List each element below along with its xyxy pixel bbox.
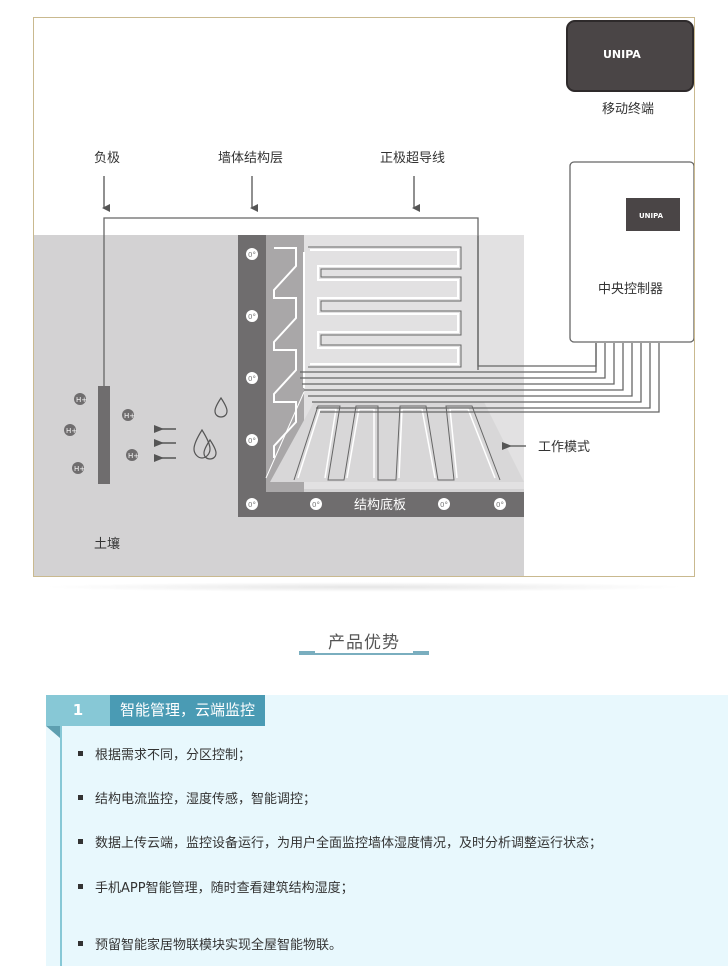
negative-pole-label: 负极 xyxy=(94,151,120,166)
floor-electrode xyxy=(293,405,501,481)
bullet-icon xyxy=(78,884,83,889)
controller-screen xyxy=(626,198,680,231)
feature-number: 1 xyxy=(46,695,110,726)
bullet-icon xyxy=(78,941,83,946)
structure-floor-label: 结构底板 xyxy=(354,497,406,513)
list-item: 结构电流监控，湿度传感，智能调控； xyxy=(78,788,316,807)
feature-rail xyxy=(60,726,62,966)
list-item: 预留智能家居物联模块实现全屋智能物联。 xyxy=(78,934,342,953)
waterproofing-diagram: H+ H+ H+ H+ H+ 0° 0° xyxy=(34,20,694,576)
positive-wire-label: 正极超导线 xyxy=(380,151,445,166)
svg-text:0°: 0° xyxy=(248,313,256,321)
water-drop-icon xyxy=(193,396,228,460)
feature-panel xyxy=(46,695,728,966)
feature-fold xyxy=(46,726,60,738)
work-mode-label: 工作模式 xyxy=(538,440,590,455)
mobile-terminal-device xyxy=(566,20,694,92)
svg-text:UNIPA: UNIPA xyxy=(639,212,664,220)
svg-text:0°: 0° xyxy=(440,501,448,509)
mobile-terminal-label: 移动终端 xyxy=(602,101,654,117)
svg-text:0°: 0° xyxy=(248,501,256,509)
central-controller-label: 中央控制器 xyxy=(598,282,663,297)
wall-markers: 0° 0° 0° 0° xyxy=(246,248,258,446)
moisture-arrows xyxy=(154,425,176,462)
wall-layer-label: 墙体结构层 xyxy=(218,151,283,166)
svg-text:0°: 0° xyxy=(248,251,256,259)
svg-text:H+: H+ xyxy=(128,452,139,460)
floor-markers: 0° 0° 0° 0° xyxy=(246,498,506,510)
bullet-icon xyxy=(78,839,83,844)
section-title: 产品优势 xyxy=(328,633,400,653)
negative-electrode xyxy=(98,386,110,484)
list-item: 根据需求不同，分区控制； xyxy=(78,744,251,763)
feature-heading: 智能管理，云端监控 xyxy=(110,695,266,726)
list-item: 手机APP智能管理，随时查看建筑结构湿度； xyxy=(78,877,354,896)
bullet-icon xyxy=(78,795,83,800)
svg-text:H+: H+ xyxy=(124,412,135,420)
svg-text:0°: 0° xyxy=(496,501,504,509)
wall-electrode xyxy=(273,247,297,458)
soil-label: 土壤 xyxy=(94,536,120,552)
serpentine-outline xyxy=(308,246,462,368)
svg-text:H+: H+ xyxy=(66,427,77,435)
list-item: 数据上传云端，监控设备运行，为用户全面监控墙体湿度情况，及时分析调整运行状态； xyxy=(78,832,602,851)
svg-text:H+: H+ xyxy=(74,465,85,473)
serpentine-wire xyxy=(303,249,459,388)
svg-text:0°: 0° xyxy=(248,375,256,383)
svg-text:0°: 0° xyxy=(312,501,320,509)
frame-shadow xyxy=(40,582,688,592)
svg-text:H+: H+ xyxy=(76,396,87,404)
diagram-frame: H+ H+ H+ H+ H+ 0° 0° xyxy=(33,17,695,577)
bullet-icon xyxy=(78,751,83,756)
title-underline xyxy=(299,651,429,655)
central-controller-box xyxy=(569,161,694,343)
ion-marks: H+ H+ H+ H+ H+ xyxy=(64,393,139,474)
svg-text:0°: 0° xyxy=(248,437,256,445)
brand-logo: UNIPA xyxy=(603,48,641,61)
floor-slab xyxy=(238,492,524,517)
